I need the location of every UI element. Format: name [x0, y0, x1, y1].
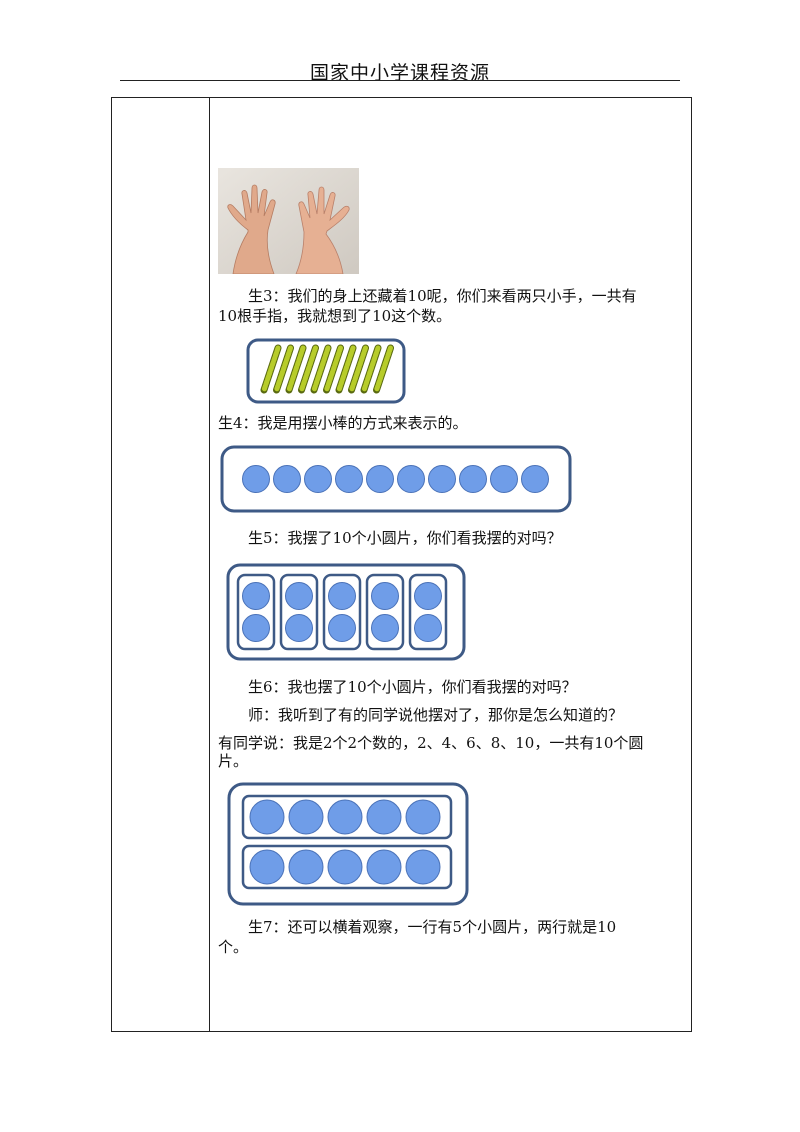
- stick: [373, 344, 394, 394]
- stick: [285, 344, 307, 394]
- classmate-line2: 片。: [218, 752, 249, 770]
- disc-pairs-figure: [226, 563, 466, 661]
- disc: [397, 465, 425, 493]
- disc: [371, 614, 399, 642]
- disc: [242, 465, 270, 493]
- student6-text: 生6：我也摆了10个小圆片，你们看我摆的对吗？: [218, 678, 577, 696]
- disc: [327, 799, 363, 835]
- header-divider: [120, 80, 680, 81]
- disc: [405, 799, 441, 835]
- page-header-title: 国家中小学课程资源: [309, 62, 490, 84]
- student3-line1: 生3：我们的身上还藏着10呢，你们来看两只小手，一共有: [218, 287, 637, 305]
- table-left-column: [112, 98, 210, 1031]
- lesson-table: [111, 97, 692, 1032]
- disc: [242, 614, 270, 642]
- ten-sticks-figure: [246, 338, 406, 404]
- stick: [348, 344, 369, 394]
- disc: [288, 799, 324, 835]
- disc: [490, 465, 518, 493]
- student4-text: 生4：我是用摆小棒的方式来表示的。: [218, 414, 468, 432]
- stick: [298, 344, 319, 394]
- disc: [366, 849, 402, 885]
- disc: [285, 582, 313, 610]
- ten-discs-row-figure: [220, 445, 572, 513]
- student3-line2: 10根手指，我就想到了10这个数。: [218, 307, 452, 325]
- stick: [335, 344, 357, 394]
- disc: [273, 465, 301, 493]
- disc: [327, 849, 363, 885]
- student7-line2: 个。: [218, 938, 249, 956]
- disc: [304, 465, 332, 493]
- disc: [249, 799, 285, 835]
- stick: [323, 344, 344, 394]
- two-rows-figure: [227, 782, 469, 906]
- disc: [288, 849, 324, 885]
- student5-text: 生5：我摆了10个小圆片，你们看我摆的对吗？: [218, 529, 562, 547]
- disc: [328, 614, 356, 642]
- disc: [285, 614, 313, 642]
- stick: [310, 344, 332, 394]
- disc: [428, 465, 456, 493]
- disc: [414, 614, 442, 642]
- disc: [405, 849, 441, 885]
- teacher-text: 师：我听到了有的同学说他摆对了，那你是怎么知道的？: [218, 706, 624, 724]
- disc: [371, 582, 399, 610]
- disc: [414, 582, 442, 610]
- two-hands-photo: [218, 168, 359, 274]
- stick: [260, 344, 282, 394]
- disc: [521, 465, 549, 493]
- disc: [242, 582, 270, 610]
- disc: [366, 799, 402, 835]
- stick: [273, 344, 294, 394]
- disc: [249, 849, 285, 885]
- disc: [335, 465, 363, 493]
- disc: [328, 582, 356, 610]
- stick: [360, 344, 382, 394]
- disc: [459, 465, 487, 493]
- student7-line1: 生7：还可以横着观察，一行有5个小圆片，两行就是10: [218, 918, 617, 936]
- classmate-line1: 有同学说：我是2个2个数的，2、4、6、8、10，一共有10个圆: [218, 734, 644, 752]
- disc: [366, 465, 394, 493]
